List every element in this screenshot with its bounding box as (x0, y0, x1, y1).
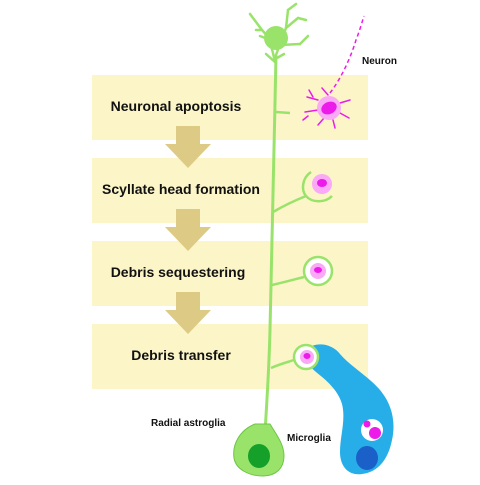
down-arrow-icon (165, 292, 211, 334)
scyllate-head-cup (301, 170, 333, 203)
step-label-scyllate-head-formation: Scyllate head formation (102, 181, 260, 197)
engulfed-debris-small (363, 420, 371, 428)
radial-glia-nucleus (248, 444, 270, 468)
neuron-axon (329, 15, 365, 94)
radial-astroglia-label: Radial astroglia (151, 418, 226, 429)
microglia-body (306, 344, 394, 475)
debris-particle-core (317, 179, 327, 187)
microglia-label: Microglia (287, 433, 331, 444)
radial-glia-endfoot-body (264, 26, 288, 50)
step-label-neuronal-apoptosis: Neuronal apoptosis (110, 98, 242, 114)
step-label-debris-sequestering: Debris sequestering (110, 264, 246, 280)
microglia-nucleus (356, 446, 378, 470)
sequestered-debris-core (314, 267, 322, 273)
neuron-nucleus (321, 101, 337, 115)
glia-side-branch (275, 110, 291, 115)
down-arrow-icon (165, 126, 211, 168)
radial-glia-process (263, 54, 278, 433)
scyllate-head-stalk (272, 194, 307, 214)
transfer-stalk (270, 358, 295, 370)
neuron-label: Neuron (362, 56, 397, 67)
transferred-debris-core (303, 353, 311, 359)
step-label-debris-transfer: Debris transfer (131, 347, 231, 363)
engulfed-debris-large (369, 427, 381, 439)
down-arrow-icon (165, 209, 211, 251)
neuron-dendrites (302, 87, 351, 129)
sequestering-stalk (271, 275, 305, 287)
